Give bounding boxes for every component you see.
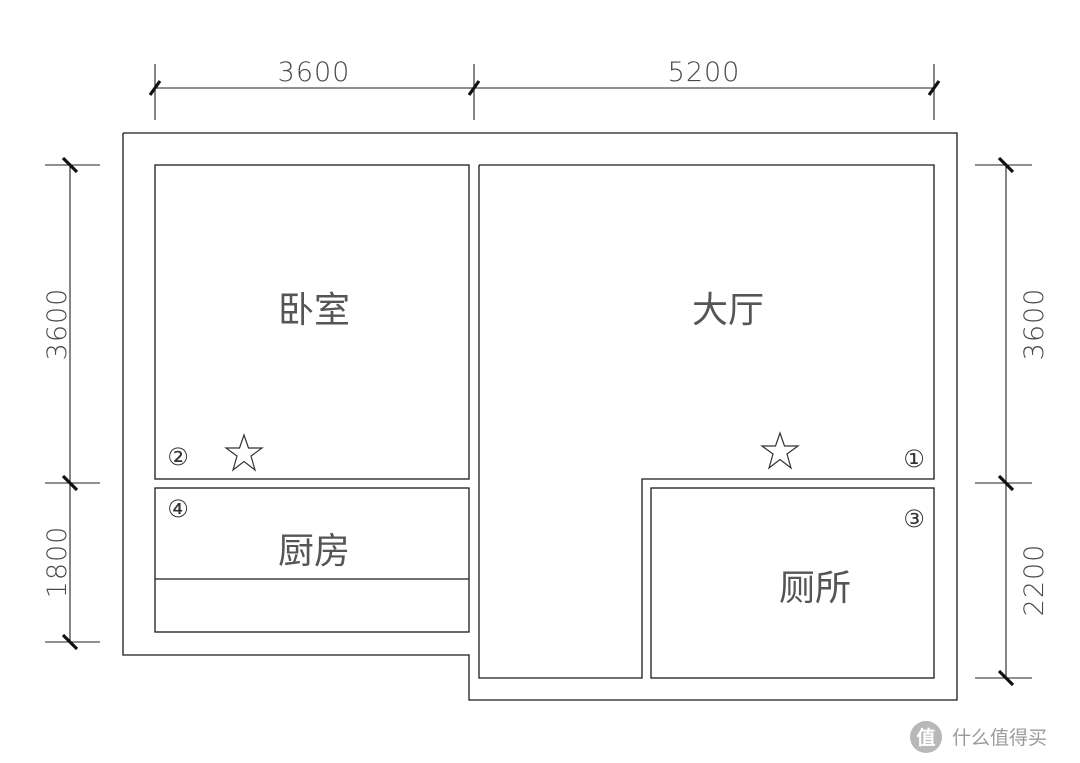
dim-right-lower: 2200	[1019, 544, 1050, 617]
watermark: 值 什么值得买	[910, 721, 1047, 753]
right-dimension: 3600 2200	[975, 156, 1050, 687]
bedroom-outline	[154, 164, 470, 480]
marker-2: ②	[167, 443, 189, 471]
marker-1: ①	[903, 445, 925, 473]
dim-right-upper: 3600	[1019, 288, 1050, 361]
left-dimension: 3600 1800	[42, 156, 100, 651]
top-dimension: 3600 5200	[148, 57, 941, 120]
dim-left-upper: 3600	[42, 288, 73, 361]
kitchen-outline	[154, 487, 470, 633]
room-label-kitchen: 厨房	[278, 531, 350, 572]
watermark-logo-icon: 值	[910, 721, 942, 753]
living-room-outline	[478, 164, 935, 679]
marker-3: ③	[903, 505, 925, 533]
dim-left-lower: 1800	[42, 526, 73, 599]
dim-top-right: 5200	[668, 57, 741, 88]
star-icon-bedroom	[224, 433, 264, 472]
svg-text:值: 值	[916, 726, 935, 749]
toilet-outline	[650, 487, 935, 679]
marker-4: ④	[167, 495, 189, 523]
dim-top-left: 3600	[278, 57, 351, 88]
room-label-bedroom: 卧室	[278, 290, 350, 331]
watermark-text: 什么值得买	[952, 727, 1047, 749]
room-label-toilet: 厕所	[779, 568, 851, 609]
star-icon-living-room	[760, 431, 800, 470]
outer-wall	[122, 132, 958, 701]
room-label-living-room: 大厅	[692, 290, 764, 331]
